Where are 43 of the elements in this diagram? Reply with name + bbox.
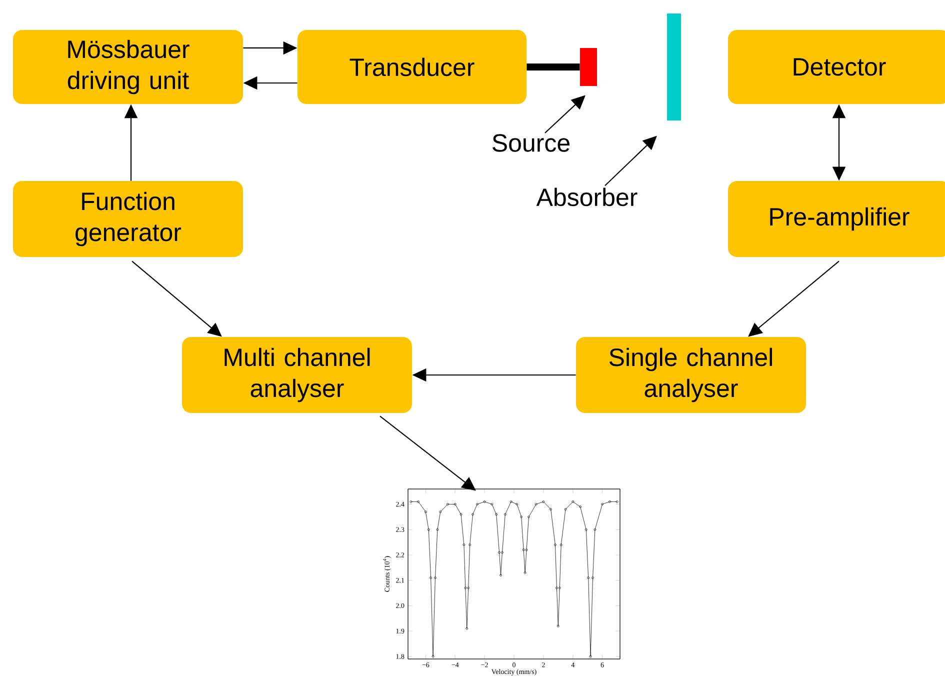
point <box>410 500 412 503</box>
point <box>466 627 468 630</box>
callout-text: Absorber <box>536 188 638 206</box>
point <box>468 544 472 546</box>
point <box>439 510 442 514</box>
point <box>495 513 498 516</box>
point <box>558 586 561 590</box>
point <box>584 528 588 531</box>
arrow <box>380 416 476 491</box>
point <box>424 510 427 514</box>
point <box>542 500 545 503</box>
point <box>462 544 466 546</box>
process-box: Single channel analyser <box>576 336 806 413</box>
process-box: Pre-amplifier <box>728 180 945 257</box>
point <box>436 528 439 531</box>
point <box>432 655 434 658</box>
source-rod <box>526 63 580 70</box>
point <box>556 624 560 628</box>
point <box>594 528 596 531</box>
point <box>510 500 512 503</box>
point <box>525 548 528 552</box>
callout-text: Source <box>492 134 570 152</box>
process-box: Function generator <box>13 180 243 257</box>
point <box>504 513 506 516</box>
process-box: Detector <box>728 30 945 104</box>
process-box: Multi channel analyser <box>182 336 412 413</box>
point <box>467 586 470 590</box>
point <box>572 500 574 503</box>
process-box: Mössbauer driving unit <box>13 30 243 104</box>
point <box>427 528 430 531</box>
point <box>560 544 562 546</box>
point <box>616 500 618 503</box>
point <box>589 655 592 658</box>
point <box>520 516 523 518</box>
point <box>483 500 486 503</box>
point <box>464 586 467 590</box>
process-box: Transducer <box>298 30 526 104</box>
source-block <box>580 48 597 86</box>
point <box>417 500 420 503</box>
point <box>608 500 611 503</box>
absorber-plate <box>667 14 681 120</box>
point <box>522 548 525 552</box>
point <box>460 513 462 516</box>
